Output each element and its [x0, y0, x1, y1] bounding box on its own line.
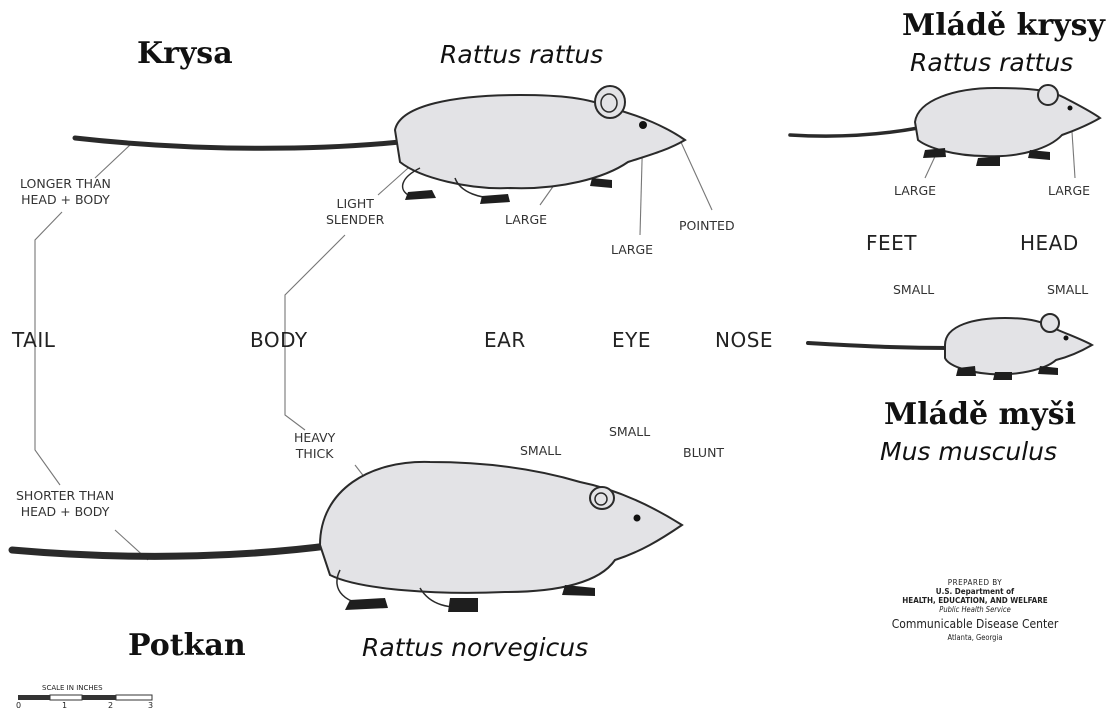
norway-rat-body [320, 462, 682, 593]
nose-connector [680, 140, 712, 210]
young-mouse-eye [1064, 336, 1069, 341]
credit-line-2: U.S. Department of [875, 587, 1075, 596]
roof-rat-middle-foot [480, 194, 510, 204]
trait-nose-bottom: BLUNT [683, 445, 724, 461]
scale-segment-1 [18, 695, 50, 700]
young-rat-latin-name: Rattus rattus [910, 48, 1073, 77]
credit-line-6: Atlanta, Georgia [875, 633, 1075, 642]
young-mouse-body [945, 318, 1092, 374]
young-rat-drawing [790, 85, 1100, 166]
scale-title: SCALE IN INCHES [42, 684, 103, 692]
norway-rat-middle-foot [448, 598, 478, 612]
roof-rat-drawing [75, 86, 685, 204]
trait-eye-top: LARGE [611, 242, 653, 258]
trait-feet-top: LARGE [894, 183, 936, 199]
credit-line-4: Public Health Service [875, 605, 1075, 614]
young-mouse-latin-name: Mus musculus [880, 437, 1057, 466]
roof-rat-hind-foot [405, 190, 436, 200]
scale-tick-3: 3 [148, 701, 153, 710]
roof-rat-czech-name: Krysa [137, 36, 233, 71]
trait-eye-bottom: SMALL [609, 424, 650, 440]
young-mouse-czech-name: Mládě myši [884, 397, 1076, 432]
trait-head-label: HEAD [1020, 231, 1079, 255]
trait-body-top: LIGHT SLENDER [326, 196, 384, 227]
trait-ear-bottom: SMALL [520, 443, 561, 459]
young-mouse-ear [1041, 314, 1059, 332]
norway-rat-czech-name: Potkan [128, 628, 246, 663]
young-rat-eye [1068, 106, 1073, 111]
scale-tick-1: 1 [62, 701, 67, 710]
roof-rat-front-foot [590, 178, 612, 188]
trait-feet-label: FEET [866, 231, 917, 255]
trait-body-bottom: HEAVY THICK [294, 430, 335, 461]
scale-bar [18, 695, 152, 700]
credit-line-1: PREPARED BY [875, 578, 1075, 587]
trait-nose-top: POINTED [679, 218, 735, 234]
trait-head-top: LARGE [1048, 183, 1090, 199]
roof-rat-latin-name: Rattus rattus [440, 40, 603, 69]
credit-block: PREPARED BY U.S. Department of HEALTH, E… [875, 578, 1075, 642]
credit-line-3: HEALTH, EDUCATION, AND WELFARE [875, 596, 1075, 605]
scale-segment-3 [82, 695, 116, 700]
scale-segment-4 [116, 695, 152, 700]
norway-rat-latin-name: Rattus norvegicus [362, 633, 588, 662]
tail-connector-top [95, 145, 130, 178]
young-mouse-middle-foot [993, 372, 1012, 380]
young-rat-tail [790, 128, 918, 136]
trait-tail-label: TAIL [12, 328, 55, 352]
norway-rat-tail [12, 545, 335, 556]
credit-line-5: Communicable Disease Center [875, 617, 1075, 631]
norway-rat-front-foot [562, 585, 595, 596]
trait-body-label: BODY [250, 328, 308, 352]
young-mouse-front-foot [1038, 366, 1058, 375]
scale-tick-0: 0 [16, 701, 21, 710]
scale-tick-2: 2 [108, 701, 113, 710]
roof-rat-tail [75, 138, 400, 148]
norway-rat-ear [590, 487, 614, 509]
young-mouse-drawing [808, 314, 1092, 380]
trait-eye-label: EYE [612, 328, 651, 352]
young-rat-body [915, 88, 1100, 156]
young-rat-middle-foot [976, 156, 1000, 166]
trait-ear-top: LARGE [505, 212, 547, 228]
trait-tail-bottom: SHORTER THAN HEAD + BODY [16, 488, 114, 519]
roof-rat-eye [639, 121, 647, 129]
trait-tail-top: LONGER THAN HEAD + BODY [20, 176, 111, 207]
young-rat-hind-foot [923, 148, 946, 158]
norway-rat-drawing [12, 462, 682, 612]
norway-rat-hind-foot [345, 598, 388, 610]
roof-rat-ear [595, 86, 625, 118]
trait-head-bottom: SMALL [1047, 282, 1088, 298]
scale-segment-2 [50, 695, 82, 700]
young-mouse-tail [808, 343, 950, 348]
young-rat-czech-name: Mládě krysy [902, 8, 1105, 43]
trait-nose-label: NOSE [715, 328, 773, 352]
young-rat-ear [1038, 85, 1058, 105]
trait-feet-bottom: SMALL [893, 282, 934, 298]
head-connector [1072, 132, 1075, 178]
trait-ear-label: EAR [484, 328, 526, 352]
norway-rat-eye [634, 515, 641, 522]
young-rat-front-foot [1028, 150, 1050, 160]
